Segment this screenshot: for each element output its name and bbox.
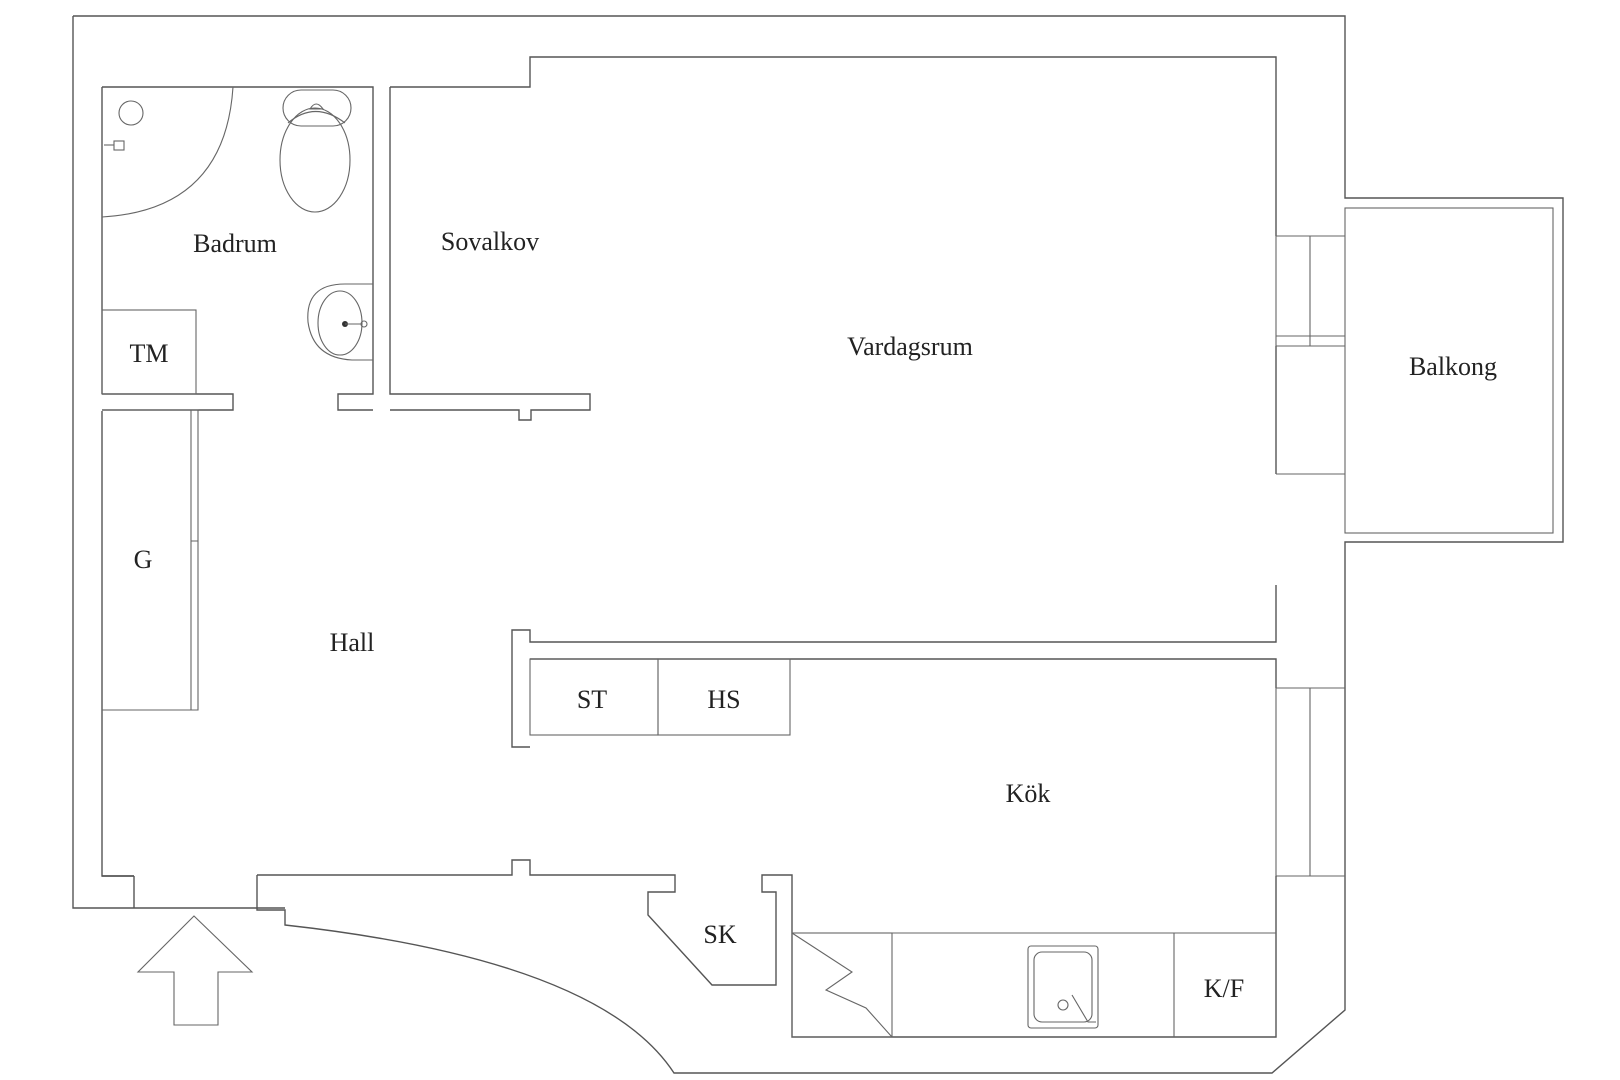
- lower-walls: [102, 859, 1277, 1038]
- label-g: G: [134, 545, 153, 574]
- label-kf: K/F: [1204, 974, 1244, 1003]
- window-kitchen: [1275, 687, 1345, 877]
- label-sk: SK: [703, 920, 736, 949]
- closets: [529, 658, 791, 736]
- wardrobe-g: [102, 409, 199, 711]
- label-hall: Hall: [330, 628, 375, 657]
- balcony: [1344, 207, 1554, 534]
- sink-icon: [307, 283, 373, 361]
- kitchen-counter: [791, 932, 1276, 1038]
- living-walls: [389, 56, 1277, 748]
- kitchen-sink-icon: [1027, 945, 1099, 1029]
- label-badrum: Badrum: [193, 229, 277, 258]
- window-living: [1275, 235, 1345, 475]
- entrance-arrow-icon: [136, 915, 254, 1026]
- label-vardagsrum: Vardagsrum: [847, 332, 973, 361]
- outer-walls: [72, 15, 1564, 1074]
- label-tm: TM: [130, 339, 169, 368]
- toilet-icon: [279, 89, 352, 213]
- tm-cabinet: [101, 309, 197, 395]
- label-kok: Kök: [1006, 779, 1051, 808]
- label-st: ST: [577, 685, 607, 714]
- label-sovalkov: Sovalkov: [441, 227, 539, 256]
- label-hs: HS: [707, 685, 740, 714]
- label-balkong: Balkong: [1409, 352, 1497, 381]
- shower-icon: [101, 86, 234, 218]
